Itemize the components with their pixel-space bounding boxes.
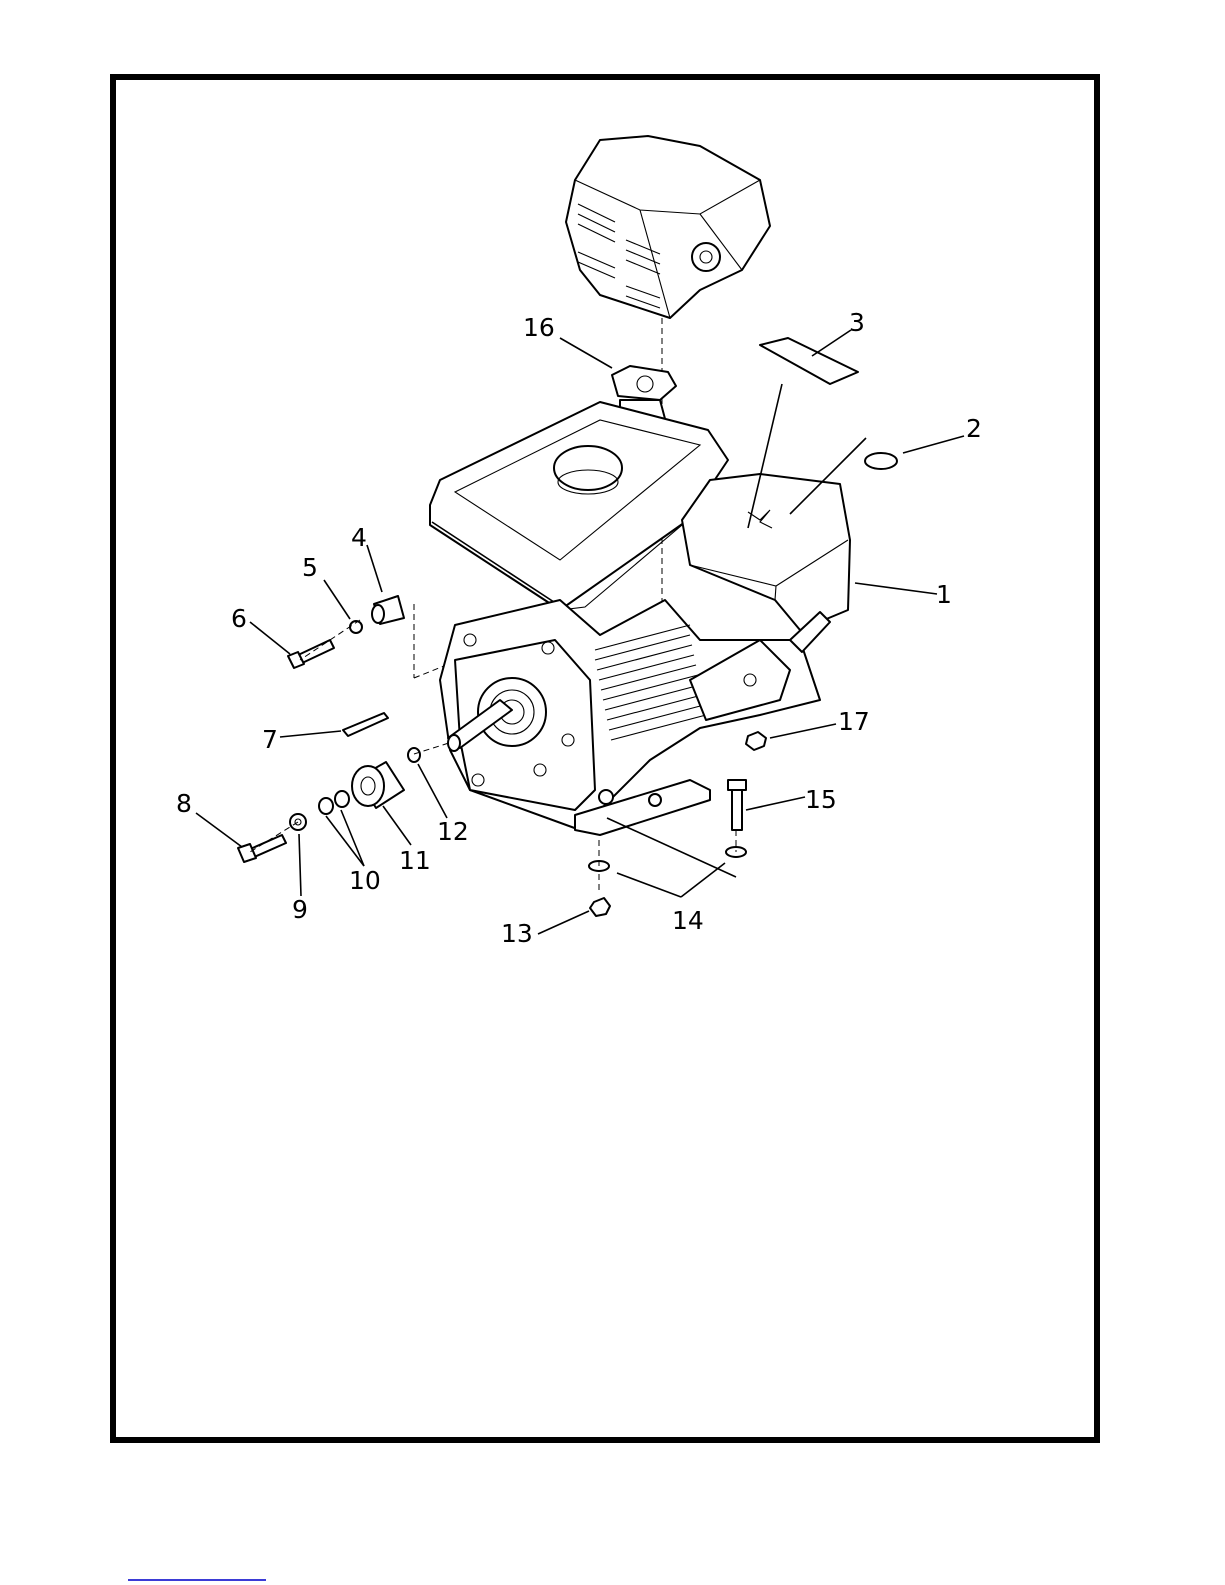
footer-link-underline[interactable] bbox=[128, 1579, 266, 1581]
callout-3: 3 bbox=[849, 308, 865, 337]
callout-8: 8 bbox=[176, 789, 192, 818]
muffler-guard-drawing bbox=[566, 136, 770, 318]
callout-17: 17 bbox=[838, 707, 870, 736]
callout-14: 14 bbox=[672, 906, 704, 935]
callout-7: 7 bbox=[262, 725, 278, 754]
callout-4: 4 bbox=[351, 523, 367, 552]
callout-16: 16 bbox=[523, 313, 555, 342]
callout-9: 9 bbox=[292, 895, 308, 924]
engine-body-drawing bbox=[430, 402, 850, 835]
callout-10: 10 bbox=[349, 866, 381, 895]
callout-13: 13 bbox=[501, 919, 533, 948]
callout-11: 11 bbox=[399, 846, 431, 875]
callout-15: 15 bbox=[805, 785, 837, 814]
callout-1: 1 bbox=[936, 580, 952, 609]
callout-5: 5 bbox=[302, 553, 318, 582]
callout-2: 2 bbox=[966, 414, 982, 443]
callout-12: 12 bbox=[437, 817, 469, 846]
callout-6: 6 bbox=[231, 604, 247, 633]
